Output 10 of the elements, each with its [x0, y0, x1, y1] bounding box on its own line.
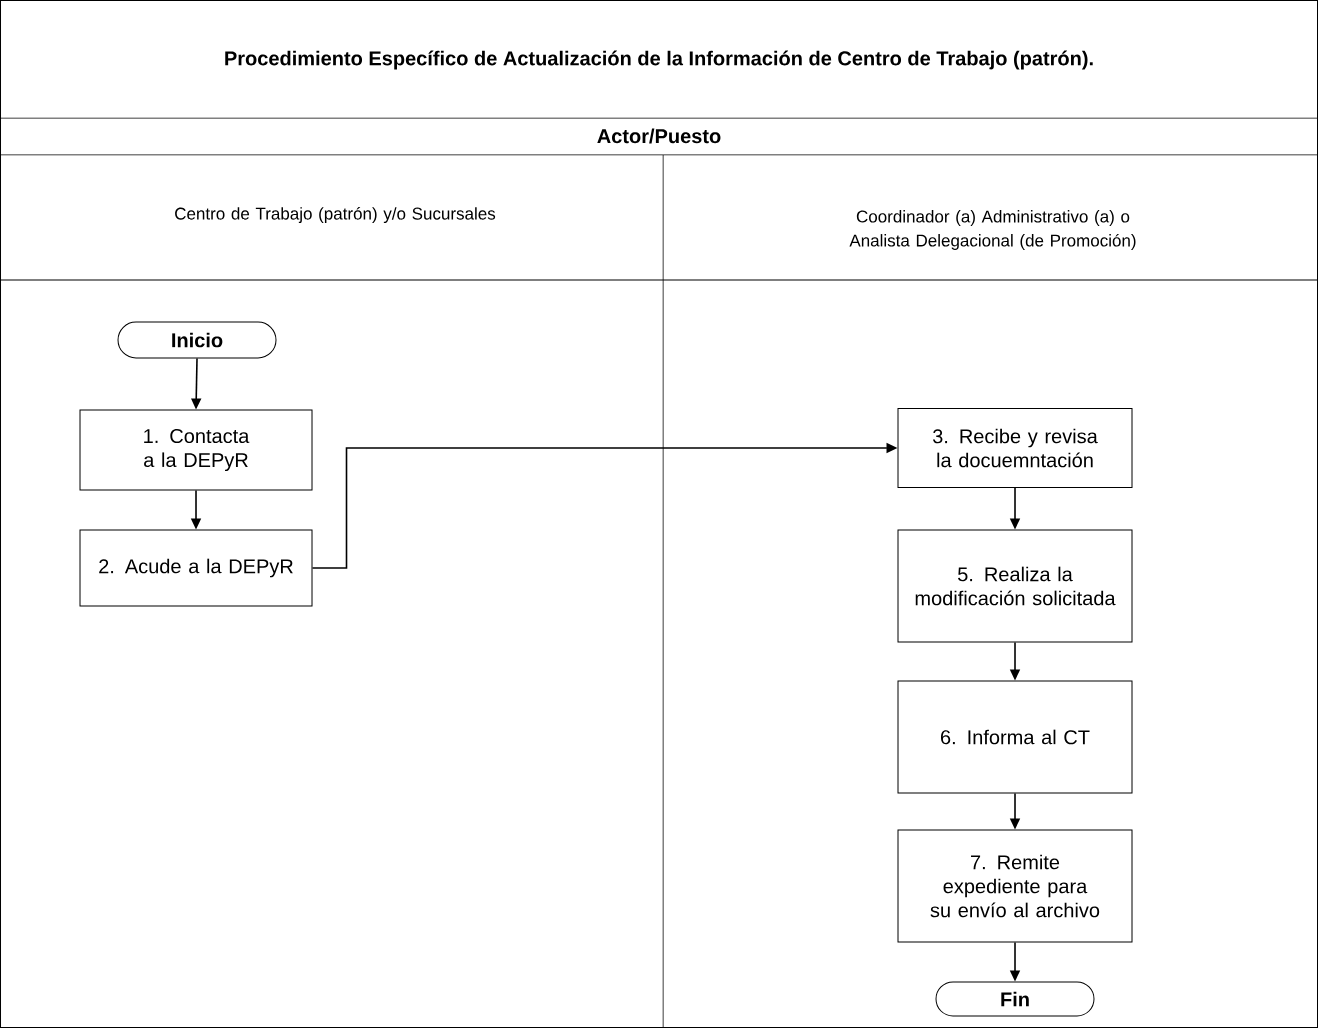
lane-header: Coordinador (a) Administrativo (a) o Analista Delegacional (de Promoción)	[849, 210, 1136, 250]
process-box: 1. Contacta a la DEPyR	[79, 409, 313, 491]
process-box: 5. Realiza la modificación solicitada	[897, 529, 1133, 643]
header-cell: Actor/Puesto	[597, 128, 721, 144]
process-box: 2. Acude a la DEPyR	[79, 529, 313, 607]
title: Procedimiento Específico de Actualización de la Información de Centro de Trabajo (patrón).	[225, 50, 1093, 70]
lane-header: Centro de Trabajo (patrón) y/o Sucursales	[175, 207, 496, 223]
process-box: 6. Informa al CT	[897, 680, 1133, 794]
process-box: 3. Recibe y revisa la docuemntación	[897, 408, 1133, 488]
process-box: 7. Remite expediente para su envío al archivo	[897, 829, 1133, 943]
